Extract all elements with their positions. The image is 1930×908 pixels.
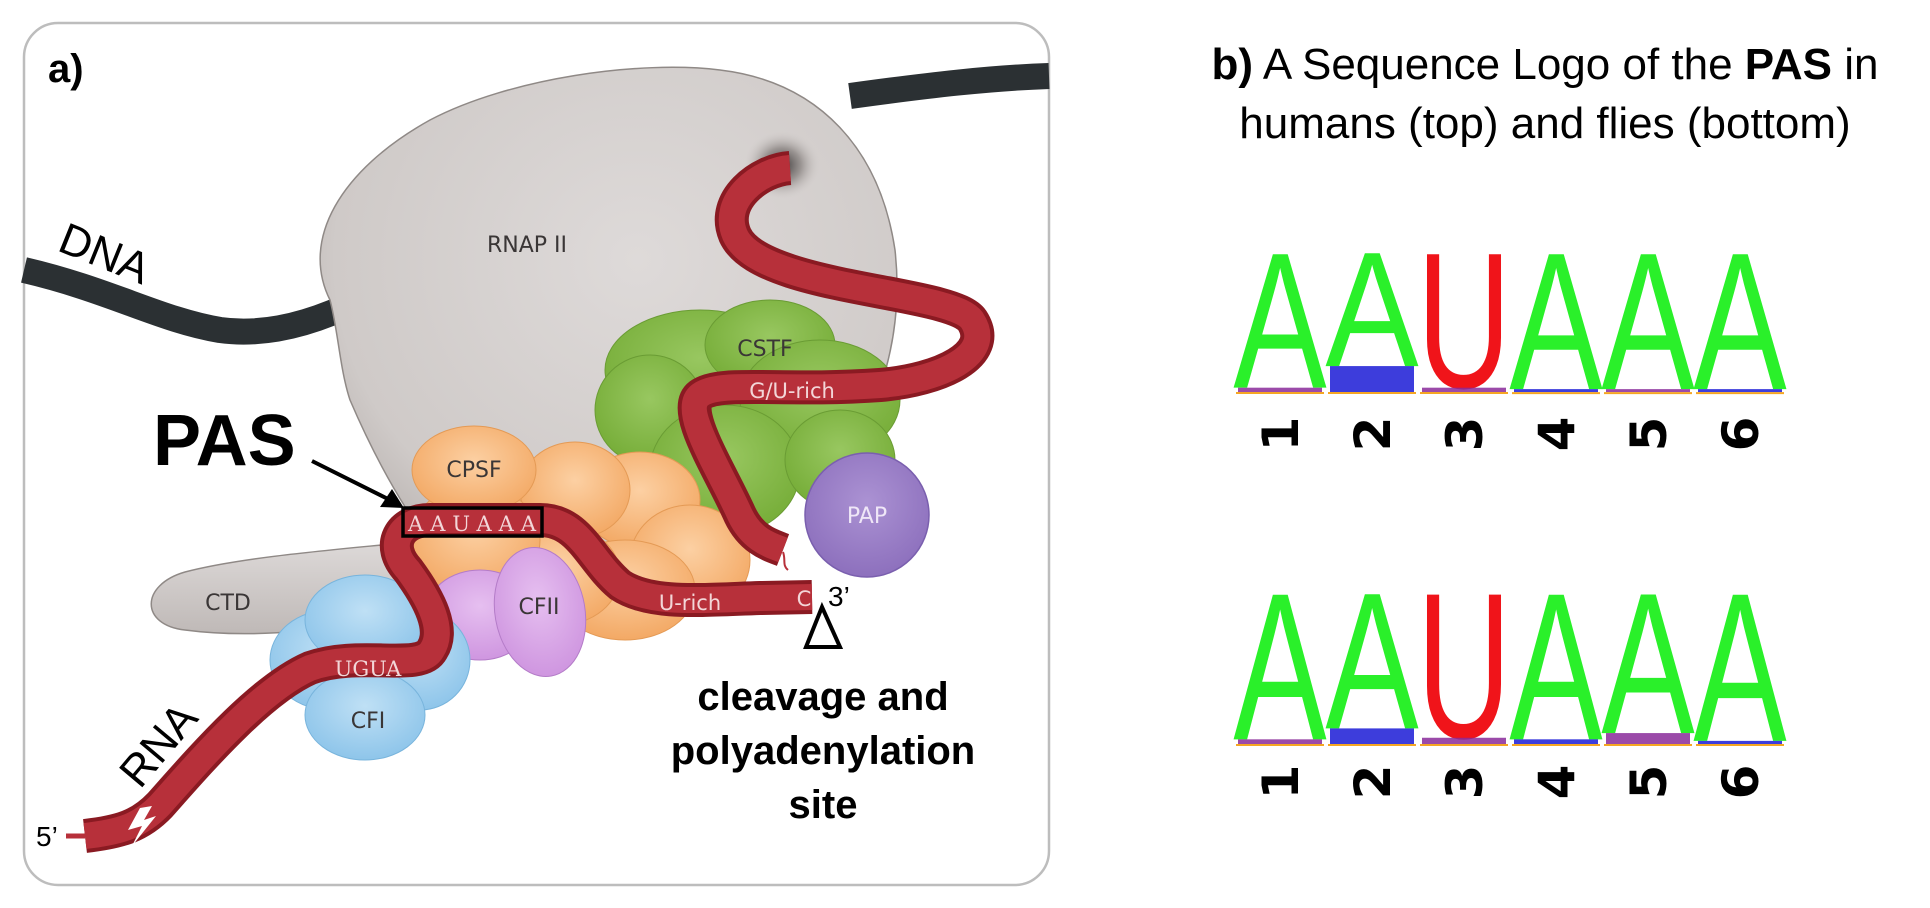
cleavage-nucleotide-label: C	[797, 587, 812, 611]
title-bold-pas: PAS	[1745, 40, 1832, 89]
cfii-label: CFII	[519, 595, 560, 620]
title-part1: A Sequence Logo of the	[1253, 40, 1745, 89]
dna-strand-left	[21, 257, 366, 345]
cstf-label: CSTF	[737, 337, 792, 362]
logo-minor-letters-pos6	[1698, 389, 1782, 393]
logo-position-number: 2	[1344, 417, 1402, 452]
logo-minor-letters-pos5	[1606, 733, 1690, 744]
panel-b-title-line2: humans (top) and flies (bottom)	[1239, 99, 1850, 148]
dna-strand-right	[848, 63, 1050, 109]
ctd-label: CTD	[205, 591, 251, 616]
logo-minor-letters-pos4	[1514, 389, 1598, 393]
cfi-label: CFI	[351, 709, 386, 734]
three-prime-label: 3’	[828, 581, 850, 612]
logo-letter-U-pos3: U	[1417, 213, 1511, 430]
cleavage-caption-line1: cleavage and	[697, 675, 948, 719]
logo-letter-A-pos4: A	[1509, 549, 1602, 784]
pas-arrow-shaft	[311, 459, 391, 502]
rna-strand	[66, 151, 995, 853]
logo-letter-U-pos3: U	[1417, 550, 1511, 782]
cleavage-site-triangle	[803, 601, 844, 649]
logo-letter-A-pos1: A	[1233, 212, 1327, 429]
pas-highlight-box	[401, 506, 544, 538]
logo-minor-letters-g-pos1	[1236, 392, 1324, 394]
logo-minor-letters-pos2	[1330, 366, 1414, 392]
pap-enzyme	[804, 452, 930, 578]
cleavage-caption-line3: site	[789, 783, 858, 827]
gu-rich-motif-label: G/U-rich	[749, 379, 835, 403]
logo-minor-letters-g-pos3	[1420, 392, 1508, 394]
logo-minor-letters-g-pos6	[1696, 392, 1784, 395]
logo-position-number: 4	[1528, 765, 1586, 800]
logo-minor-letters-g-pos2	[1328, 744, 1416, 746]
cleavage-caption-line2: polyadenylation	[671, 729, 976, 773]
ugua-motif-label: UGUA	[335, 657, 403, 681]
logo-position-number: 1	[1252, 765, 1310, 800]
logo-letter-A-pos6: A	[1693, 213, 1787, 432]
logo-position-number: 6	[1712, 765, 1770, 800]
u-rich-motif-label: U-rich	[659, 591, 721, 615]
logo-position-number: 2	[1344, 765, 1402, 800]
logo-minor-letters-g-pos6	[1696, 744, 1784, 746]
logo-minor-letters-g-pos4	[1512, 392, 1600, 395]
cpsf-label: CPSF	[446, 458, 501, 483]
logo-position-number: 6	[1712, 417, 1770, 452]
title-part2: in	[1832, 40, 1878, 89]
logo-minor-letters-pos1	[1238, 739, 1322, 744]
logo-position-number: 4	[1528, 417, 1586, 452]
logo-minor-letters-pos3	[1422, 387, 1506, 392]
logo-minor-letters-g-pos1	[1236, 744, 1324, 746]
logo-minor-letters-pos2	[1330, 728, 1414, 744]
logo-minor-letters-pos6	[1698, 740, 1782, 744]
logo-letter-A-pos1: A	[1233, 549, 1326, 784]
logo-minor-letters-g-pos5	[1604, 744, 1692, 746]
rnap-ii-label: RNAP II	[487, 233, 567, 258]
panel-b-title-line1: b) A Sequence Logo of the PAS in	[1212, 40, 1879, 89]
logo-minor-letters-pos4	[1514, 739, 1598, 744]
logo-position-number: 3	[1436, 417, 1494, 452]
logo-minor-letters-g-pos5	[1604, 392, 1692, 395]
logo-minor-letters-pos1	[1238, 387, 1322, 392]
logo-letter-A-pos4: A	[1509, 213, 1603, 432]
logo-minor-letters-g-pos4	[1512, 744, 1600, 746]
pas-callout-label: PAS	[153, 401, 296, 481]
pap-label: PAP	[847, 504, 887, 529]
pas-arrow-head	[380, 489, 404, 508]
logo-position-number: 5	[1620, 417, 1678, 452]
logo-minor-letters-pos3	[1422, 737, 1506, 744]
logo-minor-letters-pos5	[1606, 389, 1690, 393]
panel-a-label: a)	[48, 47, 84, 91]
logo-minor-letters-g-pos2	[1328, 392, 1416, 394]
logo-minor-letters-g-pos3	[1420, 744, 1508, 746]
logo-letter-A-pos5: A	[1601, 213, 1695, 432]
logo-letter-A-pos6: A	[1693, 550, 1786, 787]
panel-b-label: b)	[1212, 40, 1254, 89]
logo-position-number: 5	[1620, 765, 1678, 800]
five-prime-label: 5’	[36, 821, 58, 852]
logo-position-number: 3	[1436, 765, 1494, 800]
logo-position-number: 1	[1252, 417, 1310, 452]
